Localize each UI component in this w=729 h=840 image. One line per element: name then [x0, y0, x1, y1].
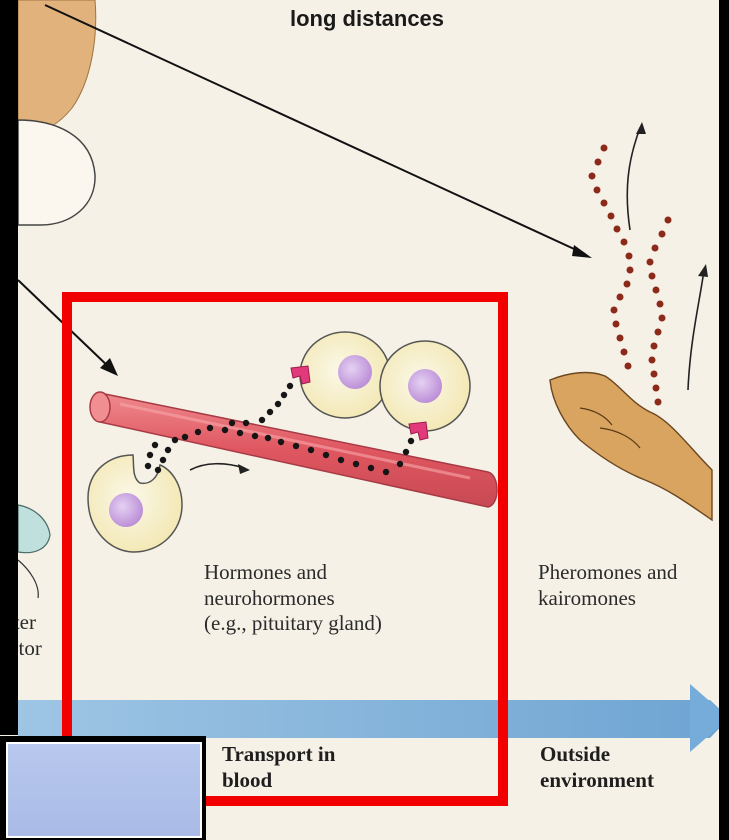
- top-title: long distances: [290, 6, 444, 32]
- outside-label: Outside environment: [540, 742, 654, 793]
- left-black-edge: [0, 0, 18, 735]
- highlight-box: [62, 292, 508, 806]
- pheromones-label: Pheromones and kairomones: [538, 560, 677, 611]
- right-black-edge: [719, 0, 729, 840]
- overlay-panel-inner: [6, 742, 202, 838]
- overlay-panel[interactable]: [0, 736, 206, 840]
